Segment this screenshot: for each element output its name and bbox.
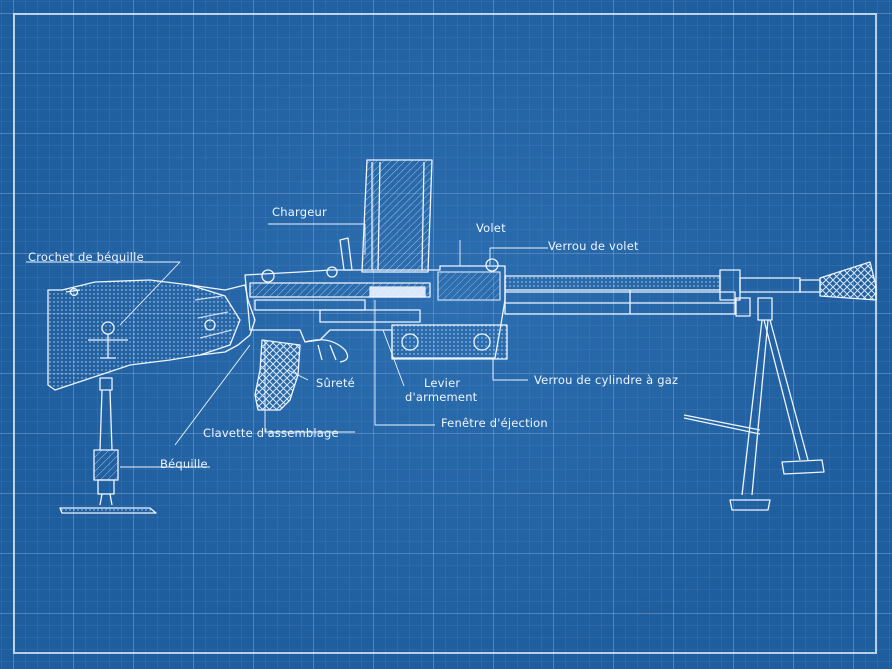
gas-cylinder-lock — [391, 324, 508, 360]
label-bequille: Béquille — [160, 457, 208, 471]
barrel — [504, 261, 877, 317]
stock — [47, 279, 241, 391]
label-surete: Sûreté — [316, 376, 355, 390]
blueprint-frame — [13, 13, 877, 654]
label-chargeur: Chargeur — [272, 205, 327, 219]
label-verrou-de-cylindre: Verrou de cylindre à gaz — [534, 373, 679, 387]
stock-hook — [88, 321, 128, 359]
monopod — [59, 377, 157, 514]
leader-lines — [26, 223, 548, 468]
stock-wrist — [189, 284, 256, 356]
label-levier-line1: Levier — [424, 376, 461, 390]
label-volet: Volet — [476, 221, 506, 235]
pistol-grip — [254, 339, 349, 411]
magazine — [339, 159, 433, 273]
label-crochet-de-bequille: Crochet de béquille — [28, 250, 144, 264]
label-fenetre: Fenêtre d'éjection — [441, 416, 548, 430]
label-verrou-de-volet: Verrou de volet — [548, 239, 639, 253]
label-levier-line2: d'armement — [405, 390, 478, 404]
bipod — [683, 297, 825, 511]
label-clavette: Clavette d'assemblage — [203, 426, 339, 440]
